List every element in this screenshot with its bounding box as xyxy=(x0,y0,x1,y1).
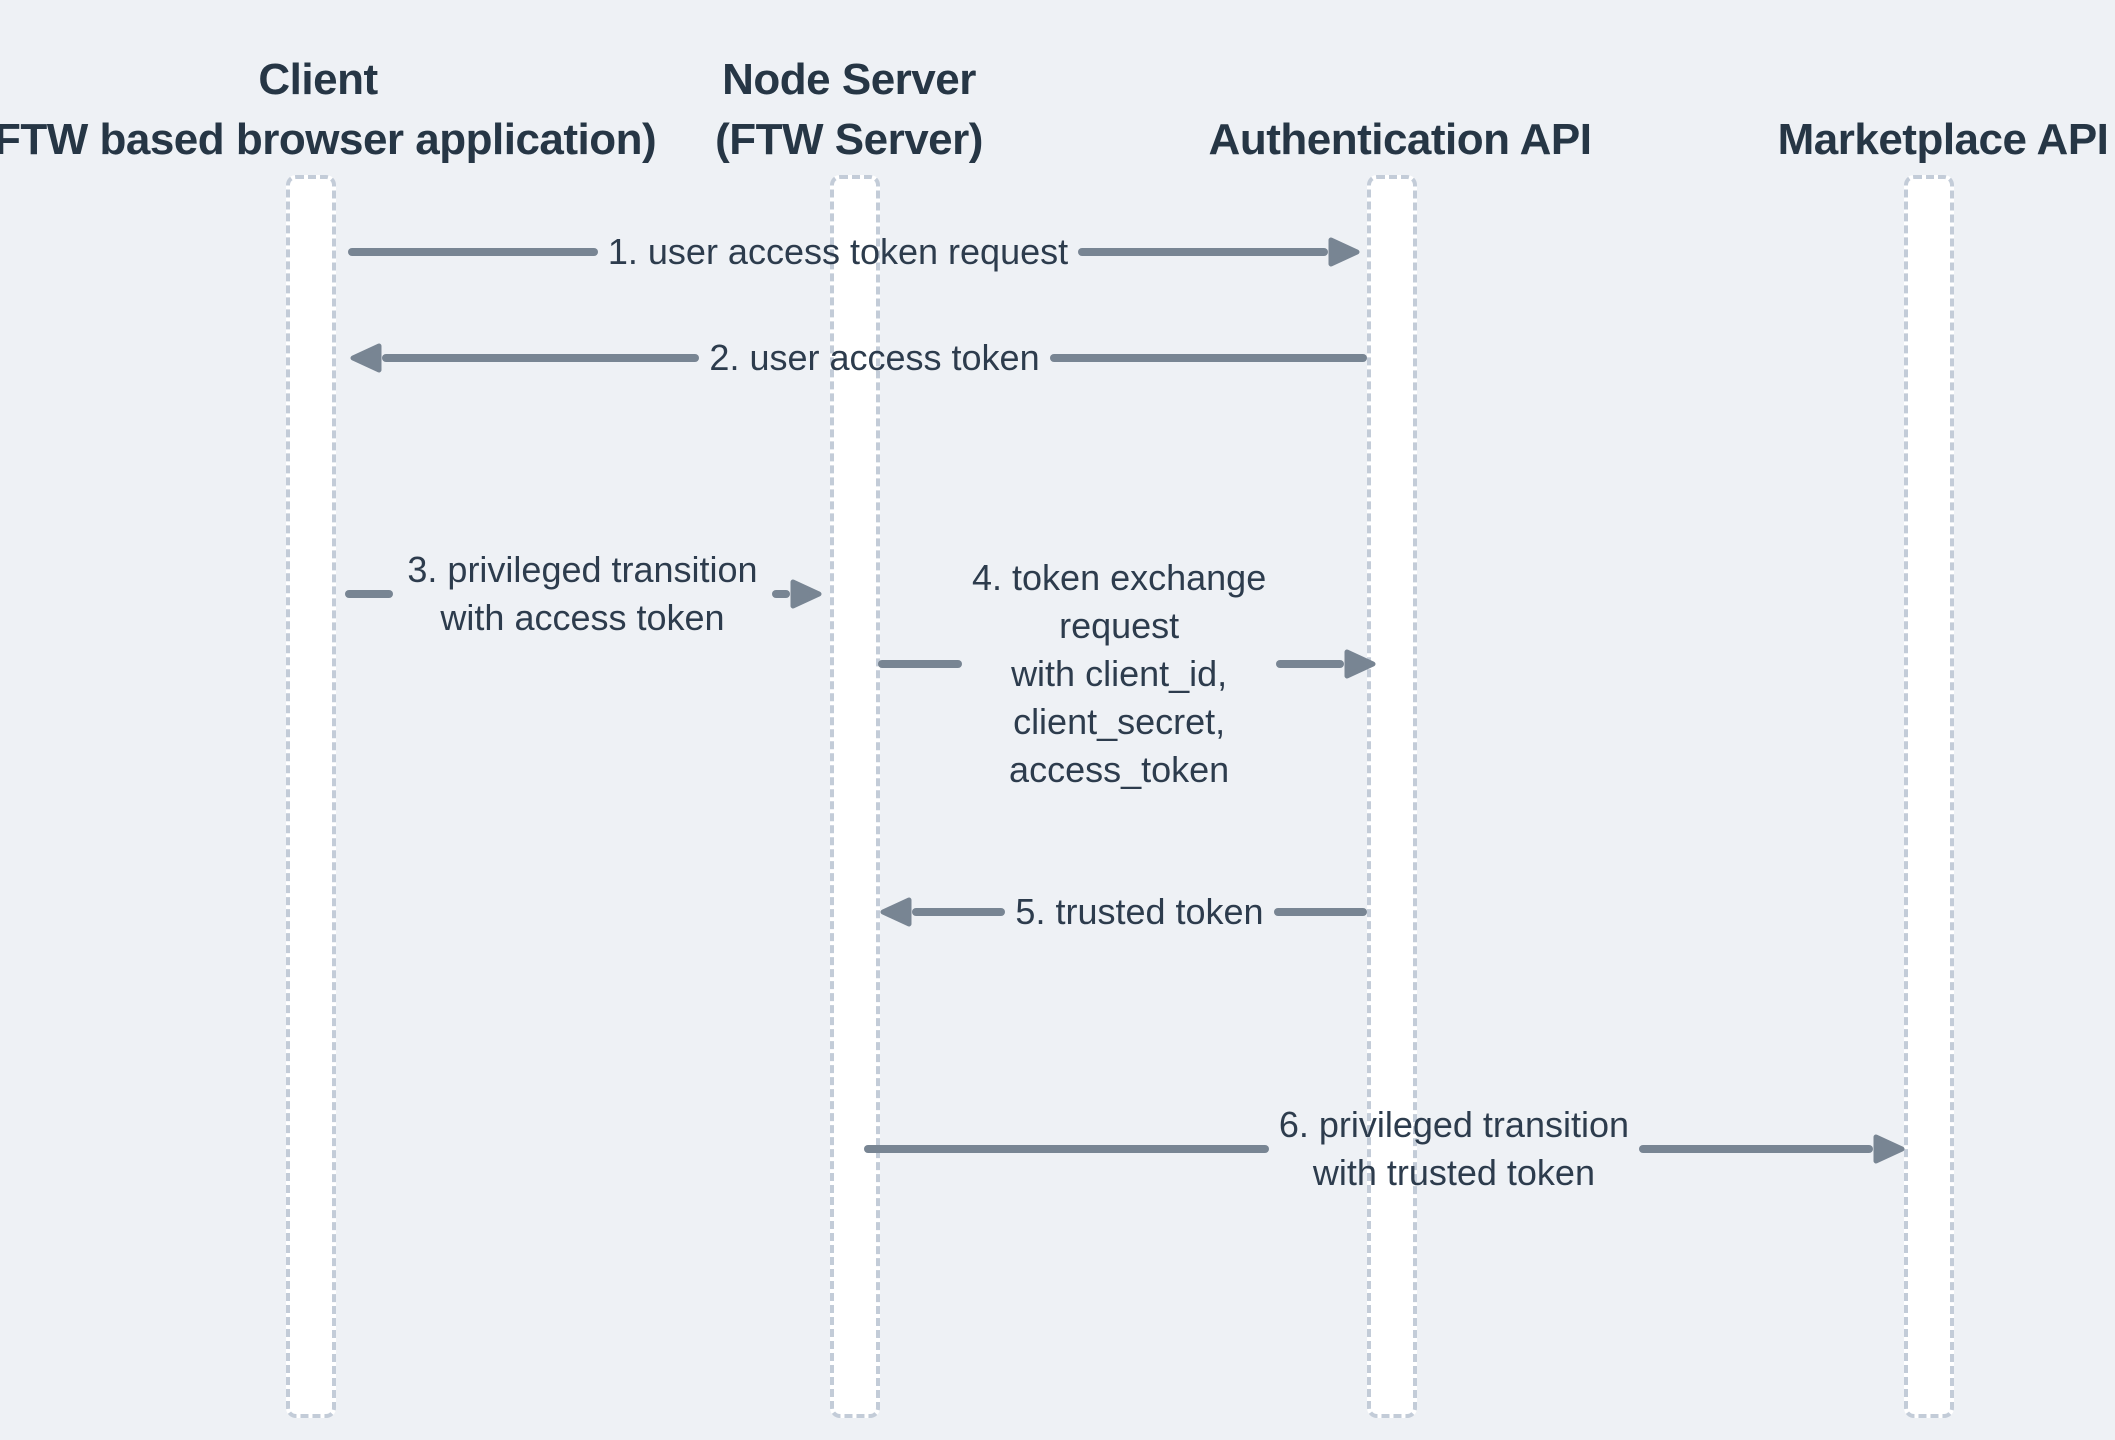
arrowhead-right-icon xyxy=(790,579,822,609)
message-label: 4. token exchange request with client_id… xyxy=(972,557,1267,790)
message-line xyxy=(348,248,598,256)
message-4: 4. token exchange request with client_id… xyxy=(878,554,1376,794)
arrowhead-right-icon xyxy=(1344,649,1376,679)
message-label: 6. privileged transition with trusted to… xyxy=(1278,1104,1630,1193)
arrowhead-right-icon xyxy=(1328,237,1360,267)
message-line xyxy=(912,908,1006,916)
message-line xyxy=(382,354,700,362)
actor-name-line: Marketplace API xyxy=(1777,115,2109,164)
message-line xyxy=(864,1145,1269,1153)
message-line xyxy=(878,660,962,668)
message-line xyxy=(772,590,790,598)
message-label: 5. trusted token xyxy=(1015,891,1264,932)
actor-name-line: Node Server xyxy=(722,55,976,104)
message-line xyxy=(1078,248,1328,256)
arrowhead-left-icon xyxy=(350,343,382,373)
message-label: 3. privileged transition with access tok… xyxy=(407,549,758,638)
message-6: 6. privileged transition with trusted to… xyxy=(864,1101,1905,1197)
actor-header-marketplace-api: Marketplace API xyxy=(1778,110,2109,170)
message-label: 2. user access token xyxy=(709,337,1040,378)
message-1: 1. user access token request xyxy=(348,228,1360,276)
actor-name-line: (FTW based browser application) xyxy=(0,115,657,164)
message-line xyxy=(1639,1145,1873,1153)
lifeline-marketplace-api xyxy=(1904,175,1954,1418)
actor-name-line: Client xyxy=(258,55,378,104)
lifeline-node-server xyxy=(830,175,880,1418)
message-line xyxy=(1049,354,1368,362)
message-3: 3. privileged transition with access tok… xyxy=(345,546,822,642)
lifeline-authentication-api xyxy=(1367,175,1417,1418)
actor-name-line: Authentication API xyxy=(1208,115,1592,164)
lifeline-client xyxy=(286,175,336,1418)
actor-header-node-server: Node Server (FTW Server) xyxy=(715,50,983,170)
actor-header-authentication-api: Authentication API xyxy=(1209,110,1592,170)
message-label: 1. user access token request xyxy=(607,231,1069,272)
arrowhead-left-icon xyxy=(880,897,912,927)
message-2: 2. user access token xyxy=(350,334,1368,382)
message-5: 5. trusted token xyxy=(880,888,1367,936)
actor-name-line: (FTW Server) xyxy=(715,115,983,164)
message-line xyxy=(1273,908,1367,916)
message-line xyxy=(1276,660,1345,668)
arrowhead-right-icon xyxy=(1873,1134,1905,1164)
actor-header-client: Client (FTW based browser application) xyxy=(0,50,657,170)
message-line xyxy=(345,590,393,598)
